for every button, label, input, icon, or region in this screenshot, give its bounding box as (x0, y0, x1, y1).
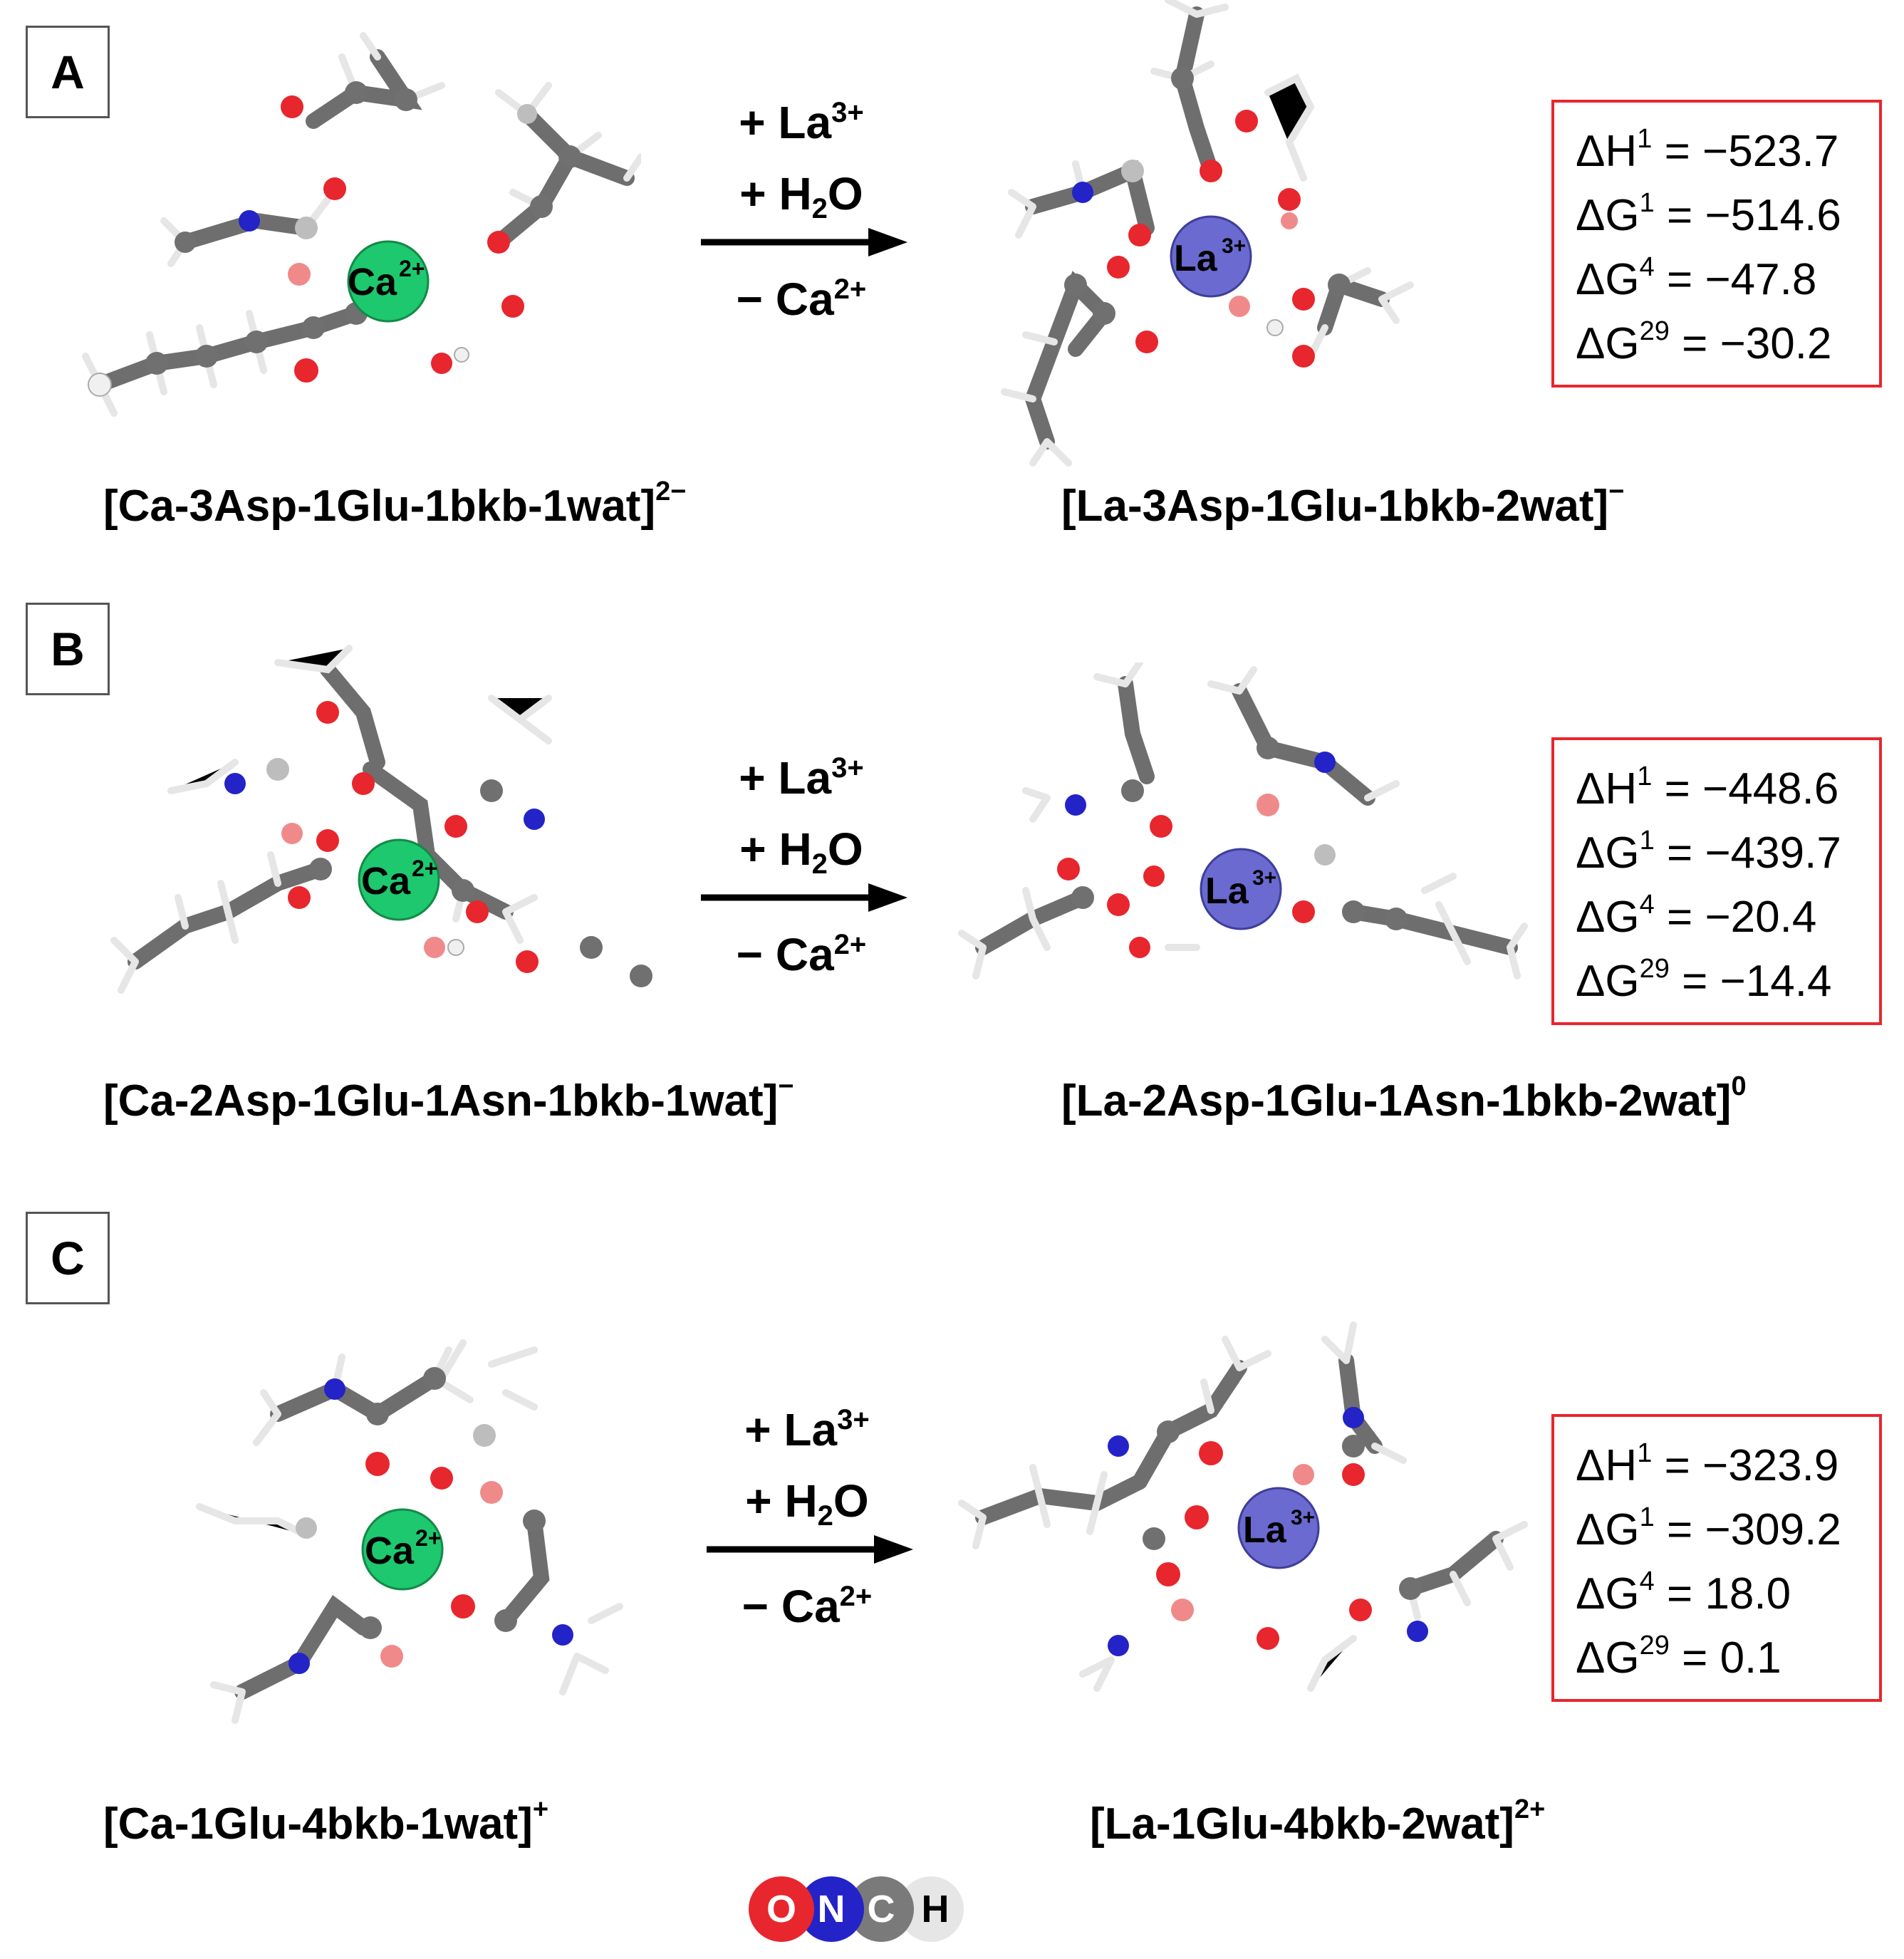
energy-dg1: ΔG1 = −309.2 (1576, 1502, 1841, 1554)
energy-dg4: ΔG4 = −47.8 (1576, 252, 1817, 304)
panel-label-b: B (26, 603, 110, 695)
energy-dg1: ΔG1 = −514.6 (1576, 188, 1841, 240)
energy-dg4: ΔG4 = 18.0 (1576, 1566, 1791, 1618)
molecule-right-b: La 3+ (958, 662, 1528, 979)
reagent-add-water: + H2O (739, 823, 863, 880)
ion-label: La (1243, 1509, 1287, 1551)
caption-left-a: [Ca-3Asp-1Glu-1bkb-1wat]2− (103, 477, 687, 531)
molecule-right-a: La 3+ (1001, 0, 1414, 467)
ion-charge: 2+ (415, 1525, 441, 1551)
energy-box-b: ΔH1 = −448.6 ΔG1 = −439.7 ΔG4 = −20.4 ΔG… (1551, 737, 1882, 1025)
reagent-remove-metal: − Ca2+ (736, 929, 867, 980)
calcium-ion (347, 240, 430, 323)
reaction-arrow-c: + La3+ + H2O − Ca2+ (690, 1404, 925, 1635)
reagent-add-water: + H2O (745, 1475, 869, 1532)
panel-c: C Ca 2 (0, 1186, 1904, 1870)
arrow-icon (701, 228, 907, 256)
reagent-add-metal: + La3+ (739, 97, 864, 148)
energy-dg29: ΔG29 = −30.2 (1576, 316, 1832, 368)
caption-left-b: [Ca-2Asp-1Glu-1Asn-1bkb-1wat]− (103, 1071, 794, 1126)
lanthanum-ion (1170, 215, 1252, 298)
ion-charge: 3+ (1252, 866, 1276, 890)
molecule-left-a: Ca 2+ (82, 32, 641, 417)
ion-charge: 3+ (1291, 1506, 1315, 1529)
energy-dh1: ΔH1 = −448.6 (1576, 762, 1839, 814)
ion-charge: 3+ (1222, 234, 1246, 258)
reaction-arrow-b: + La3+ + H2O − Ca2+ (684, 752, 919, 983)
ion-label: La (1205, 871, 1249, 912)
lanthanum-ion (1237, 1487, 1320, 1569)
nitrogen-legend-icon (798, 1876, 864, 1942)
hydrogen-legend-icon (898, 1876, 964, 1942)
lanthanum-ion (1200, 848, 1282, 930)
panel-a: A (0, 0, 1904, 591)
energy-dg29: ΔG29 = 0.1 (1576, 1631, 1781, 1683)
caption-left-c: [Ca-1Glu-4bkb-1wat]+ (103, 1794, 549, 1849)
energy-dg29: ΔG29 = −14.4 (1576, 954, 1832, 1006)
energy-dg4: ΔG4 = −20.4 (1576, 890, 1817, 942)
calcium-ion (358, 838, 440, 921)
molecule-right-c: La 3+ (958, 1321, 1528, 1692)
arrow-icon (701, 883, 907, 912)
carbon-legend-icon (848, 1876, 914, 1942)
energy-dg1: ΔG1 = −439.7 (1576, 826, 1841, 878)
energy-box-c: ΔH1 = −323.9 ΔG1 = −309.2 ΔG4 = 18.0 ΔG2… (1551, 1414, 1882, 1702)
panel-label-a: A (26, 26, 110, 118)
reagent-add-metal: + La3+ (744, 1404, 870, 1455)
reagent-add-metal: + La3+ (739, 752, 864, 804)
ion-label: Ca (365, 1529, 415, 1572)
arrow-icon (707, 1535, 913, 1564)
reagent-remove-metal: − Ca2+ (736, 274, 867, 325)
oxygen-legend-icon (749, 1876, 814, 1942)
ion-label: Ca (348, 261, 397, 303)
reaction-arrow-a: + La3+ + H2O − Ca2+ (684, 97, 919, 328)
panel-b: B (0, 577, 1904, 1218)
reagent-add-water: + H2O (739, 168, 863, 224)
caption-right-c: [La-1Glu-4bkb-2wat]2+ (1090, 1794, 1546, 1849)
legend-n-label: N (818, 1888, 846, 1931)
ion-charge: 2+ (399, 256, 425, 281)
energy-dh1: ΔH1 = −523.7 (1576, 124, 1839, 176)
molecule-left-c: Ca 2+ (196, 1339, 623, 1724)
legend-o-label: O (766, 1888, 796, 1931)
ion-charge: 2+ (412, 856, 437, 881)
caption-right-a: [La-3Asp-1Glu-1bkb-2wat]− (1061, 477, 1625, 531)
panel-label-c: C (26, 1212, 110, 1304)
atom-color-legend: O N C H (749, 1876, 964, 1942)
reagent-remove-metal: − Ca2+ (742, 1581, 873, 1632)
energy-box-a: ΔH1 = −523.7 ΔG1 = −514.6 ΔG4 = −47.8 ΔG… (1551, 100, 1882, 388)
caption-right-b: [La-2Asp-1Glu-1Asn-1bkb-2wat]0 (1061, 1071, 1747, 1126)
energy-dh1: ΔH1 = −323.9 (1576, 1438, 1839, 1490)
ion-label: La (1174, 238, 1218, 279)
molecule-left-b: Ca 2+ (110, 645, 652, 994)
legend-c-label: C (868, 1888, 895, 1931)
legend-h-label: H (922, 1888, 950, 1931)
calcium-ion (361, 1508, 444, 1591)
ion-label: Ca (361, 860, 411, 903)
